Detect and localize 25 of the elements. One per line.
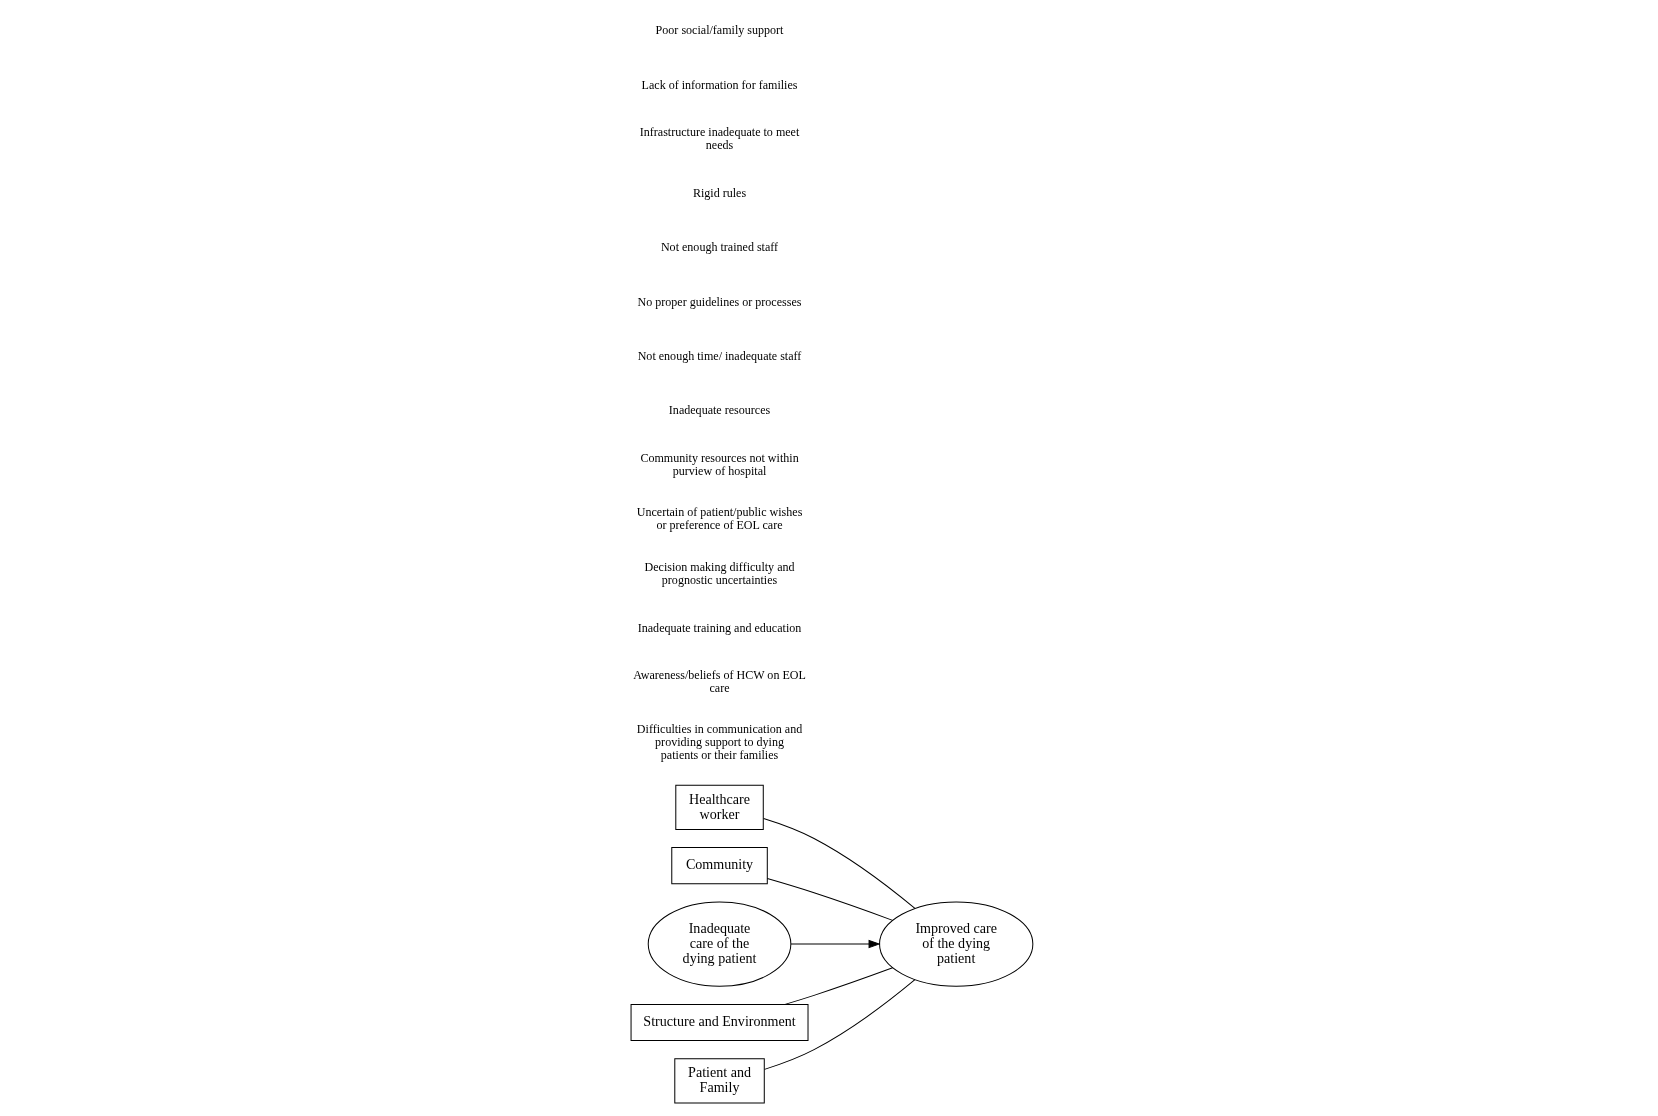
connector xyxy=(764,979,916,1070)
label: Community resources not within purview of hospital xyxy=(640,451,799,479)
connector xyxy=(763,818,916,909)
label: Lack of information for families xyxy=(641,77,798,92)
label: Not enough trained staff xyxy=(660,240,779,255)
label: Poor social/family support xyxy=(655,23,784,38)
label: Inadequate training and education xyxy=(637,620,802,635)
node-box: Patient and Family xyxy=(674,1058,765,1104)
label: Not enough time/ inadequate staff xyxy=(637,349,802,364)
label: Awareness/beliefs of HCW on EOL care xyxy=(633,668,806,696)
node-ellipse: Inadequate care of the dying patient xyxy=(647,901,792,987)
node-box: Healthcare worker xyxy=(675,784,764,830)
label: Inadequate resources xyxy=(668,403,771,418)
node-box: Structure and Environment xyxy=(630,1003,809,1042)
node-box: Community xyxy=(671,847,768,885)
arrow xyxy=(790,939,881,949)
label: No proper guidelines or processes xyxy=(637,294,802,309)
connector xyxy=(766,878,894,921)
label: Rigid rules xyxy=(692,186,747,201)
label: Decision making difficulty and prognostic uncertainties xyxy=(644,559,795,587)
label: Uncertain of patient/public wishes or preference of EOL care xyxy=(636,505,803,533)
label: Difficulties in communication and providing support to dying patients or their families xyxy=(636,722,803,763)
connector xyxy=(784,967,894,1005)
label: Infrastructure inadequate to meet needs xyxy=(639,125,800,153)
node-ellipse: Improved care of the dying patient xyxy=(879,901,1034,987)
